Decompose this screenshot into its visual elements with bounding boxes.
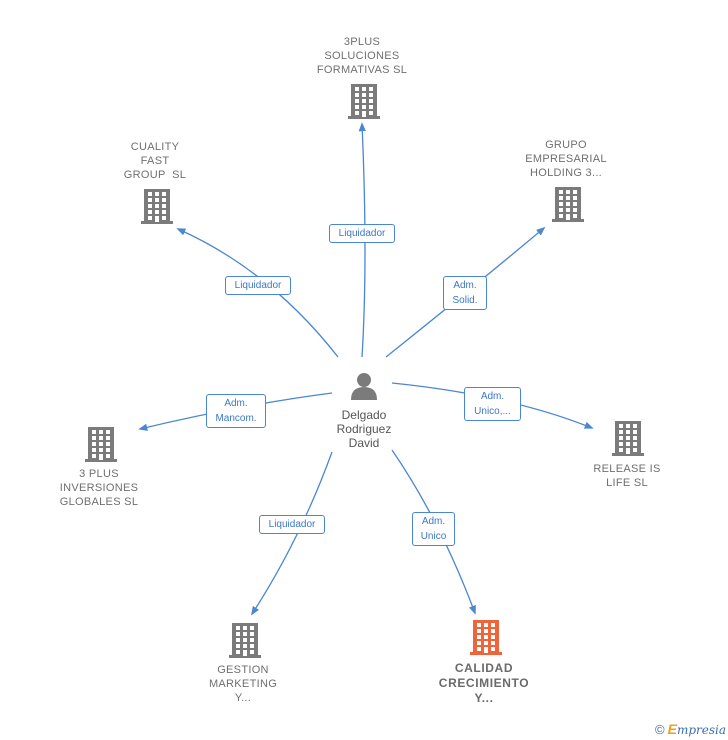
icons-layer	[85, 84, 644, 658]
company-label-3-plus-inversiones-line: GLOBALES SL	[59, 496, 139, 508]
company-label-gestion-marketing[interactable]: GESTION MARKETING Y...	[193, 663, 293, 705]
company-label-calidad-crecimiento-line: CRECIMIENTO	[438, 676, 530, 690]
company-label-cuality-fast-line: FAST	[140, 155, 170, 167]
person-icon[interactable]	[351, 373, 377, 400]
edge-label-text: Liquidador	[268, 519, 316, 530]
company-label-cuality-fast[interactable]: CUALITY FAST GROUP SL	[105, 140, 205, 182]
building-icon[interactable]	[348, 84, 380, 119]
company-label-release-is-life-line: RELEASE IS	[593, 463, 661, 475]
company-label-gestion-marketing-line: MARKETING	[208, 678, 278, 690]
building-icon[interactable]	[229, 623, 261, 658]
edge-label-calidad-crecimiento[interactable]: Adm. Unico	[412, 512, 455, 546]
company-label-release-is-life[interactable]: RELEASE IS LIFE SL	[577, 462, 677, 490]
copyright-icon: ©	[655, 722, 665, 737]
company-label-calidad-crecimiento-line: CALIDAD	[454, 661, 514, 675]
company-label-grupo-empresarial-line: GRUPO	[545, 139, 587, 151]
person-name-line: David	[348, 436, 380, 450]
footer-brand[interactable]: ©Empresia	[655, 721, 726, 737]
brand-logo-initial: E	[667, 721, 677, 737]
edge-label-text: Adm.	[421, 516, 446, 527]
company-label-3plus-soluciones-line: SOLUCIONES	[324, 50, 400, 62]
brand-logo-text: mpresia	[676, 723, 726, 737]
building-icon[interactable]	[552, 187, 584, 222]
company-label-3plus-soluciones-line: 3PLUS	[343, 36, 381, 48]
company-label-3plus-soluciones-line: FORMATIVAS SL	[316, 64, 408, 76]
edge-label-text: Liquidador	[234, 280, 282, 291]
edge-label-gestion-marketing[interactable]: Liquidador	[259, 515, 325, 534]
edge-label-text: Liquidador	[338, 228, 386, 239]
company-label-gestion-marketing-line: GESTION	[217, 664, 269, 676]
company-label-gestion-marketing-line: Y...	[234, 692, 252, 704]
company-label-cuality-fast-line: GROUP SL	[123, 169, 187, 181]
company-label-3-plus-inversiones-line: 3 PLUS	[79, 468, 119, 480]
person-name-line: Rodriguez	[336, 422, 392, 436]
edge-label-3-plus-inversiones[interactable]: Adm. Mancom.	[206, 394, 266, 428]
building-icon[interactable]	[141, 189, 173, 224]
edge-label-grupo-empresarial[interactable]: Adm. Solid.	[443, 276, 487, 310]
person-name-line: Delgado	[341, 408, 387, 422]
building-icon[interactable]	[85, 427, 117, 462]
company-label-calidad-crecimiento-line: Y...	[474, 691, 494, 705]
company-label-grupo-empresarial-line: HOLDING 3...	[529, 167, 603, 179]
company-label-3plus-soluciones[interactable]: 3PLUS SOLUCIONES FORMATIVAS SL	[302, 35, 422, 77]
edge-label-text: Unico,...	[474, 406, 511, 417]
company-label-release-is-life-line: LIFE SL	[606, 477, 648, 489]
company-label-3-plus-inversiones-line: INVERSIONES	[59, 482, 139, 494]
edge-label-text: Unico	[420, 531, 447, 542]
edge-label-cuality-fast[interactable]: Liquidador	[225, 276, 291, 295]
edge-label-text: Adm.	[224, 398, 248, 409]
edge-3plus-soluciones	[358, 122, 366, 358]
company-label-3-plus-inversiones[interactable]: 3 PLUS INVERSIONES GLOBALES SL	[44, 467, 154, 509]
edge-gestion-marketing	[251, 451, 333, 616]
company-label-grupo-empresarial[interactable]: GRUPO EMPRESARIAL HOLDING 3...	[511, 138, 621, 180]
company-label-cuality-fast-line: CUALITY	[130, 141, 180, 153]
company-label-grupo-empresarial-line: EMPRESARIAL	[525, 153, 607, 165]
edge-label-release-is-life[interactable]: Adm. Unico,...	[464, 387, 521, 421]
edge-label-text: Adm.	[480, 391, 505, 402]
building-icon[interactable]	[612, 421, 644, 456]
edge-label-3plus-soluciones[interactable]: Liquidador	[329, 224, 395, 243]
edges-layer	[138, 122, 594, 616]
edge-label-text: Adm.	[453, 280, 477, 291]
edge-label-text: Solid.	[452, 295, 478, 306]
building-icon[interactable]	[470, 620, 502, 655]
edge-label-text: Mancom.	[215, 413, 257, 424]
